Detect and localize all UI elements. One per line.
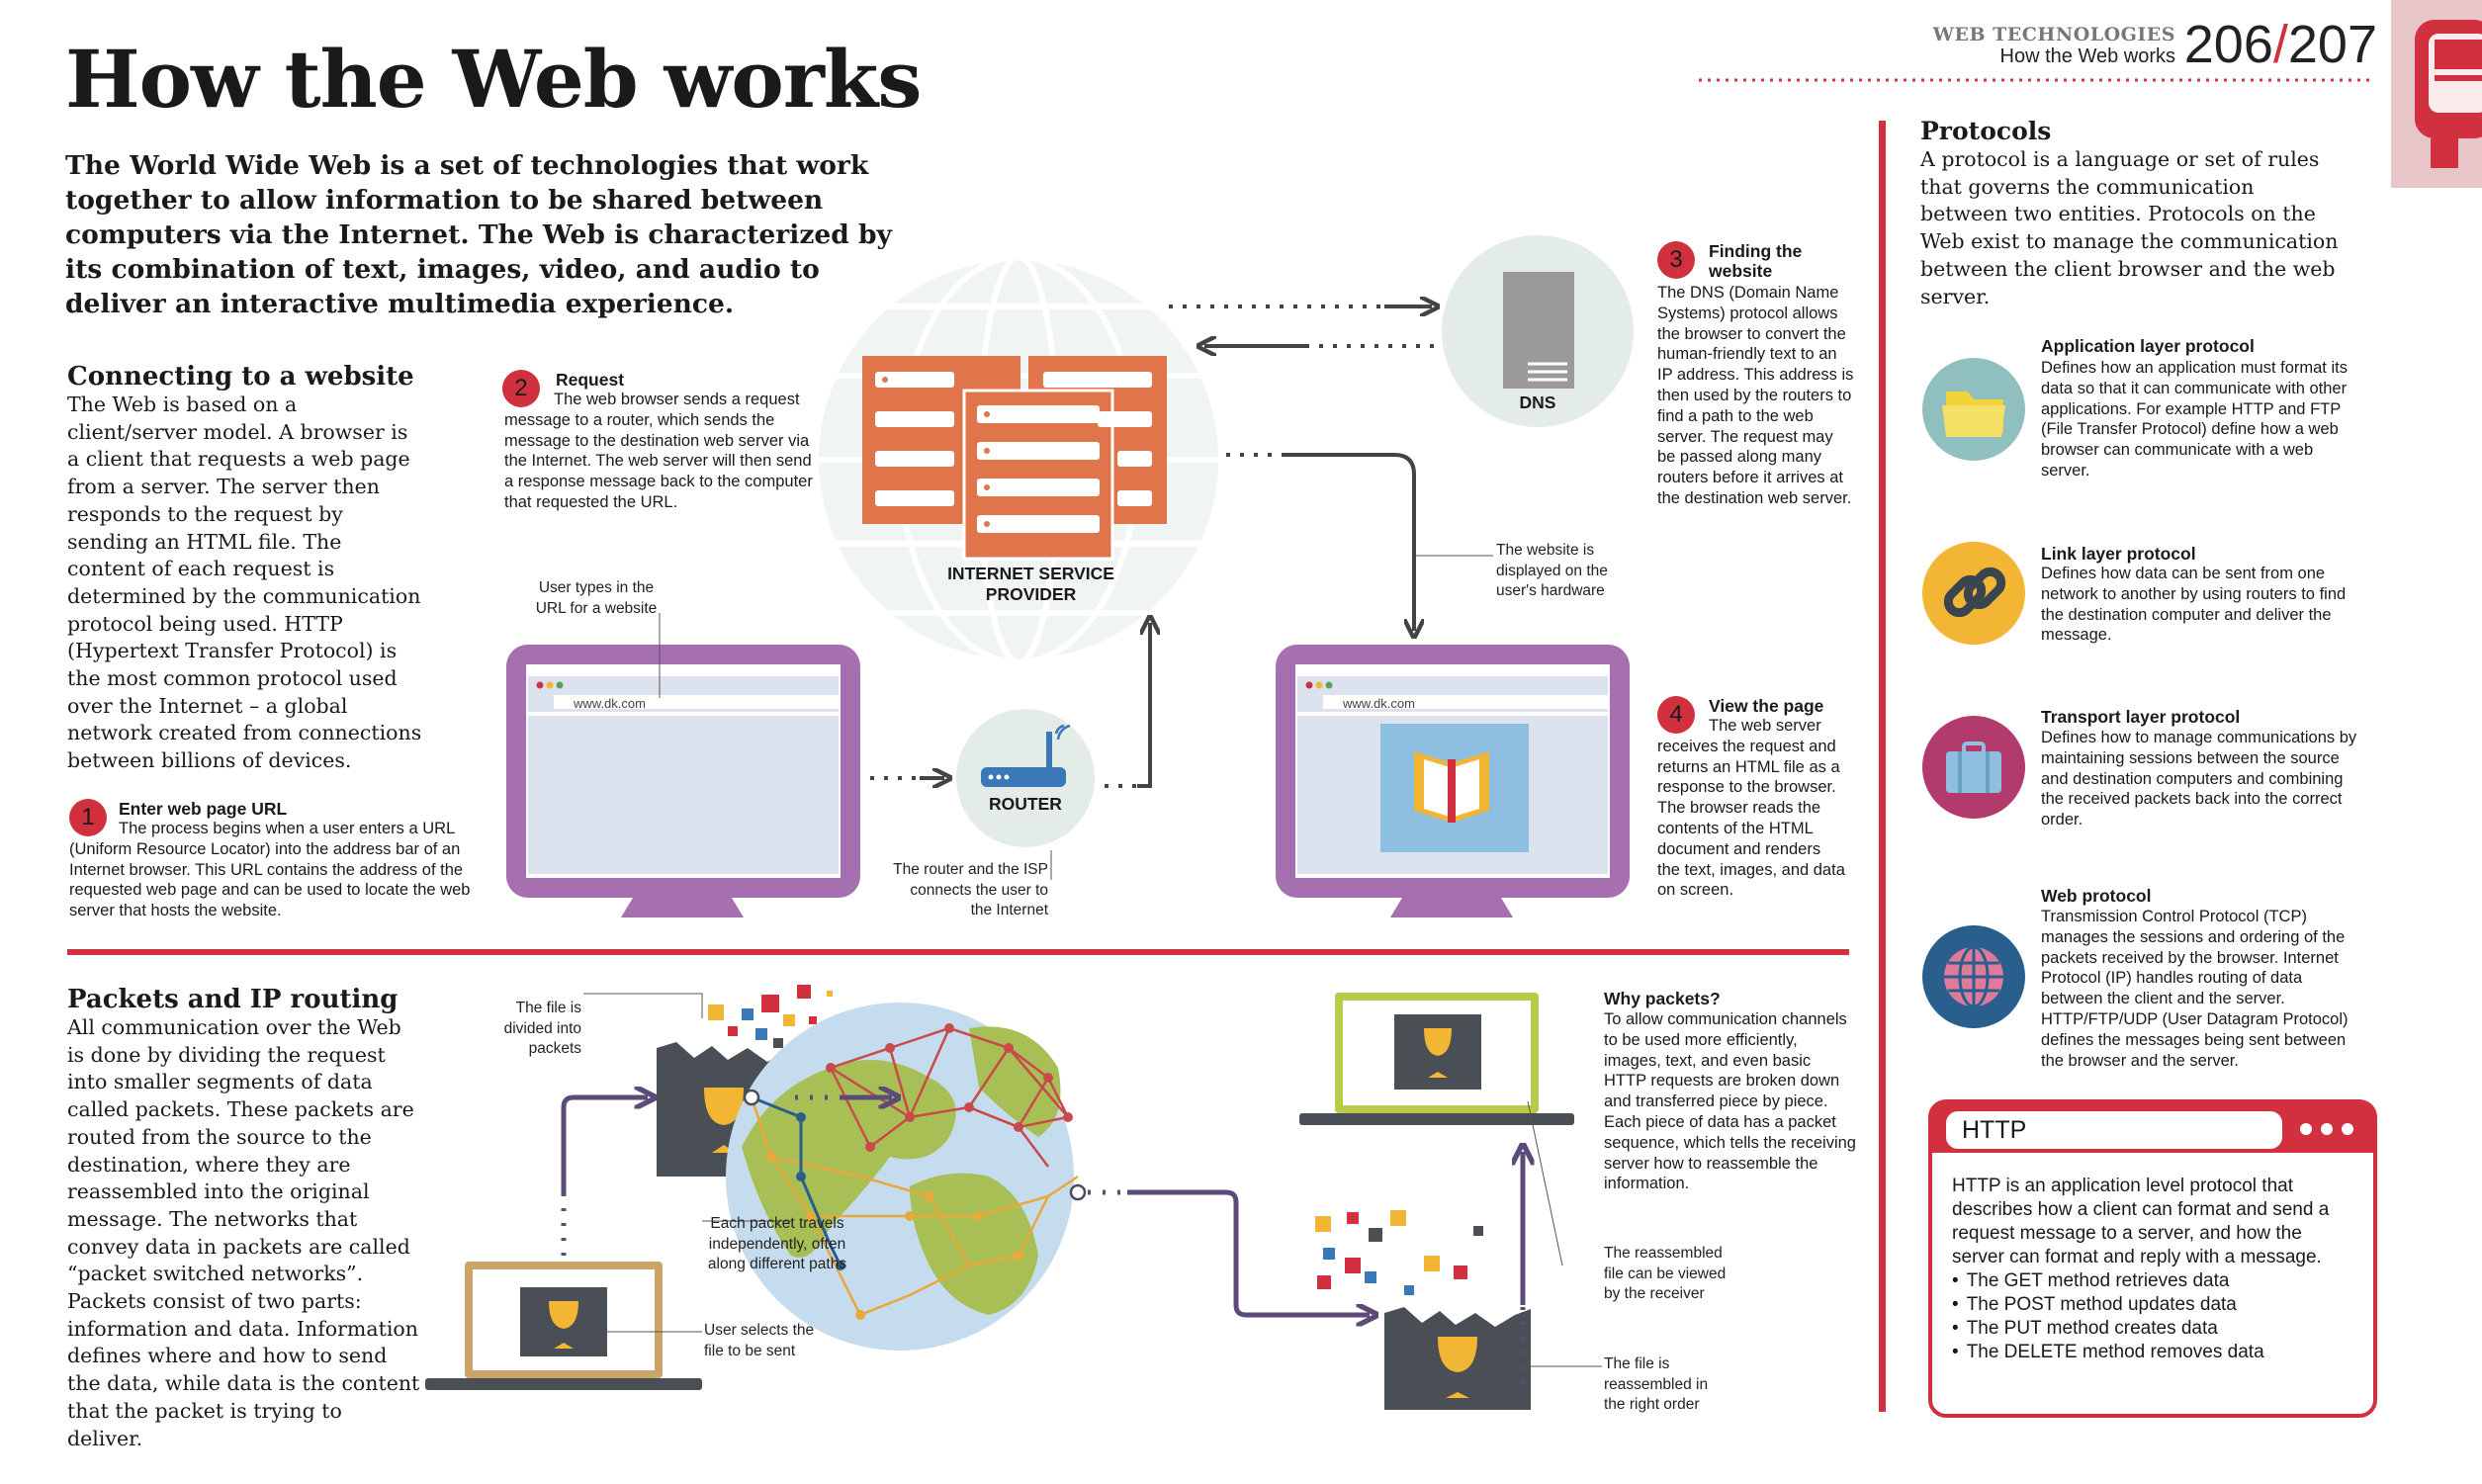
step-3-title: Finding the website [1709, 241, 1803, 281]
connection-diagram [506, 235, 1634, 917]
protocol-title-web: Web protocol [2041, 886, 2152, 906]
step-4-text: The web server receives the request and … [1657, 717, 1845, 900]
packets-body: All communication over the Web is done b… [67, 1015, 420, 1450]
page-title: How the Web works [65, 33, 922, 126]
caption-user-types: User types in the URL for a website [535, 579, 658, 617]
suitcase-icon [1946, 742, 2001, 793]
protocol-icon-application [1922, 358, 2025, 461]
protocols-heading: Protocols [1920, 117, 2052, 145]
caption-viewed: The reassembled file can be viewed by th… [1604, 1245, 1727, 1302]
protocol-icon-transport [1922, 716, 2025, 819]
step-3-text: The DNS (Domain Name Systems) protocol a… [1657, 284, 1854, 507]
section-divider [67, 949, 1849, 955]
protocol-title-transport: Transport layer protocol [2041, 707, 2241, 727]
protocol-text-link: Defines how data can be sent from one ne… [2041, 565, 2347, 645]
step-1-title: Enter web page URL [119, 799, 288, 819]
packet-squares-icon [708, 985, 833, 1048]
protocol-text-web: Transmission Control Protocol (TCP) mana… [2041, 908, 2349, 1070]
protocol-title-link: Link layer protocol [2041, 544, 2196, 564]
section-label: WEB TECHNOLOGIES [1932, 24, 2175, 45]
page-slash: / [2272, 15, 2288, 74]
user-monitor-left-icon [506, 645, 860, 917]
chain-link-icon [1943, 567, 2006, 618]
why-packets-title: Why packets? [1604, 989, 1721, 1008]
router-label: ROUTER [989, 794, 1062, 814]
page-number-left: 206 [2183, 15, 2273, 74]
protocol-text-application: Defines how an application must format i… [2041, 359, 2348, 480]
step-1-text: The process begins when a user enters a … [69, 820, 471, 920]
dns-server-icon [1442, 235, 1634, 427]
isp-label: INTERNET SERVICE PROVIDER [947, 564, 1114, 604]
connecting-body: The Web is based on a client/server mode… [67, 393, 422, 773]
http-methods-list: The GET method retrieves data The POST m… [1952, 1269, 2348, 1364]
http-method-get: The GET method retrieves data [1952, 1269, 2348, 1293]
http-box-title: HTTP [1946, 1111, 2282, 1149]
step-number-3: 3 [1657, 241, 1695, 279]
folder-icon [1942, 392, 2005, 437]
packets-heading: Packets and IP routing [67, 985, 399, 1014]
http-description: HTTP is an application level protocol th… [1952, 1176, 2330, 1267]
connecting-heading: Connecting to a website [67, 362, 414, 392]
protocols-intro: A protocol is a language or set of rules… [1920, 147, 2339, 308]
protocol-text-transport: Defines how to manage communications by … [2041, 729, 2357, 829]
running-subhead: How the Web works [1999, 45, 2175, 67]
http-method-delete: The DELETE method removes data [1952, 1341, 2348, 1364]
running-head: WEB TECHNOLOGIES How the Web works [1933, 24, 2175, 68]
http-box-content: HTTP is an application level protocol th… [1952, 1175, 2348, 1364]
http-info-box: HTTP HTTP is an application level protoc… [1928, 1099, 2377, 1418]
caption-selects: User selects the file to be sent [704, 1322, 815, 1359]
caption-divided: The file is divided into packets [503, 1000, 581, 1057]
step-2-text: The web browser sends a request message … [504, 391, 813, 511]
chapter-tab-icon [2391, 0, 2482, 188]
source-laptop-icon [425, 1262, 702, 1390]
why-packets-text: To allow communication channels to be us… [1604, 1010, 1856, 1193]
caption-reassembled: The file is reassembled in the right ord… [1604, 1355, 1709, 1413]
packet-routing-diagram [425, 985, 1602, 1410]
url-bar-left: www.dk.com [574, 696, 646, 711]
step-2-title: Request [556, 370, 625, 390]
protocol-icon-web [1922, 925, 2025, 1028]
dns-label: DNS [1519, 393, 1556, 412]
protocol-icon-link [1922, 542, 2025, 645]
user-monitor-right-icon [1276, 645, 1630, 917]
step-number-2: 2 [502, 370, 540, 407]
globe-icon [1944, 945, 2003, 1008]
step-number-1: 1 [69, 799, 107, 836]
isp-server-rack-icon [862, 356, 1167, 561]
http-box-titlebar: HTTP [1932, 1103, 2373, 1153]
reassembled-file-icon [1315, 1210, 1531, 1410]
caption-travels: Each packet travels independently, often… [707, 1215, 847, 1272]
page-number-right: 207 [2287, 15, 2377, 74]
network-globe-icon [726, 1003, 1087, 1351]
intro-paragraph: The World Wide Web is a set of technolog… [65, 150, 892, 319]
step-number-4: 4 [1657, 696, 1695, 734]
protocol-title-application: Application layer protocol [2041, 336, 2255, 356]
receiver-laptop-icon [1299, 993, 1574, 1125]
step-4-title: View the page [1709, 696, 1824, 716]
http-method-put: The PUT method creates data [1952, 1317, 2348, 1341]
caption-router: The router and the ISP connects the user… [893, 861, 1048, 918]
url-bar-right: www.dk.com [1343, 696, 1415, 711]
http-method-post: The POST method updates data [1952, 1293, 2348, 1317]
router-icon [956, 709, 1095, 847]
window-dots-icon [2300, 1123, 2353, 1135]
caption-displayed: The website is displayed on the user's h… [1496, 542, 1608, 599]
page-numbers: 206/207 [2184, 14, 2377, 75]
protocols-rule [1879, 121, 1886, 1412]
